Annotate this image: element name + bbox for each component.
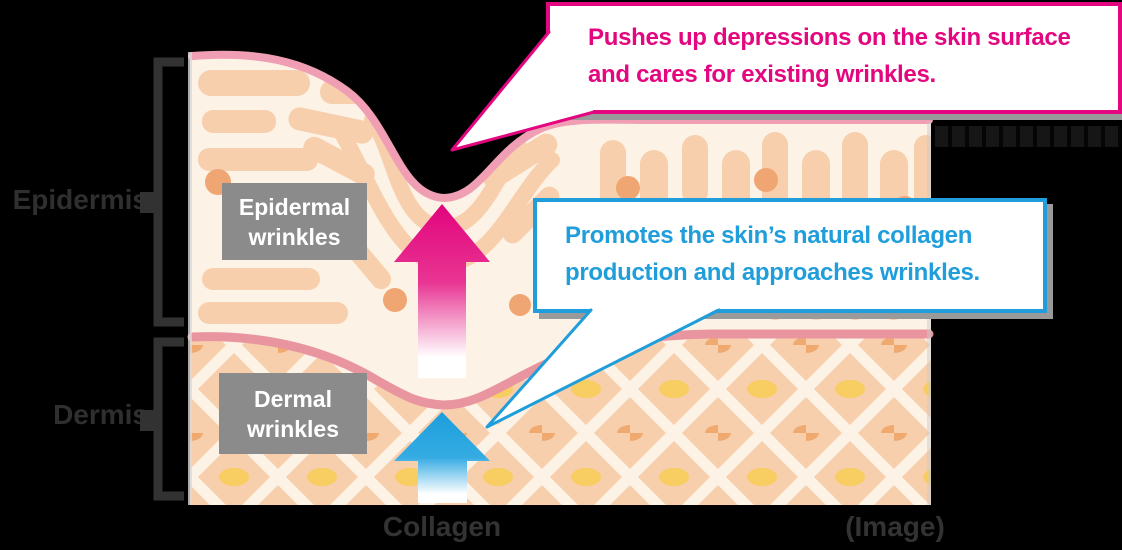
dermal-callout-line1: Promotes the skin’s natural collagen bbox=[565, 222, 973, 249]
epidermal-wrinkles-tag: Epidermal wrinkles bbox=[222, 183, 367, 260]
skin-right-edge-shade bbox=[927, 122, 931, 505]
dermis-layer-label: Dermis bbox=[53, 399, 148, 430]
epidermis-bracket bbox=[153, 57, 184, 327]
dermal-wrinkles-tag-line1: Dermal bbox=[254, 385, 332, 412]
skin-left-edge-shade bbox=[188, 52, 192, 505]
epidermal-callout-line1: Pushes up depressions on the skin surfac… bbox=[588, 24, 1071, 51]
epidermal-callout-line2: and cares for existing wrinkles. bbox=[588, 61, 936, 88]
epidermal-callout: Pushes up depressions on the skin surfac… bbox=[546, 2, 1122, 114]
dermal-wrinkles-tag: Dermal wrinkles bbox=[219, 373, 367, 454]
dermal-arrow-up-icon bbox=[394, 412, 490, 503]
epidermal-arrow-up-icon bbox=[394, 204, 490, 378]
epidermal-wrinkles-tag-line2: wrinkles bbox=[248, 223, 341, 250]
dermal-callout: Promotes the skin’s natural collagen pro… bbox=[533, 198, 1047, 313]
epidermis-bracket-tick bbox=[140, 192, 155, 213]
dermal-wrinkles-tag-line2: wrinkles bbox=[246, 415, 340, 442]
dermis-bracket bbox=[153, 337, 184, 501]
collagen-label: Collagen bbox=[382, 511, 502, 542]
faint-caption-strip bbox=[935, 126, 1121, 147]
image-disclaimer-label: (Image) bbox=[845, 511, 945, 542]
dermis-bracket-tick bbox=[140, 410, 155, 431]
epidermal-wrinkles-tag-line1: Epidermal bbox=[238, 193, 351, 220]
epidermis-layer-label: Epidermis bbox=[12, 184, 148, 215]
dermal-callout-line2: production and approaches wrinkles. bbox=[565, 259, 980, 286]
